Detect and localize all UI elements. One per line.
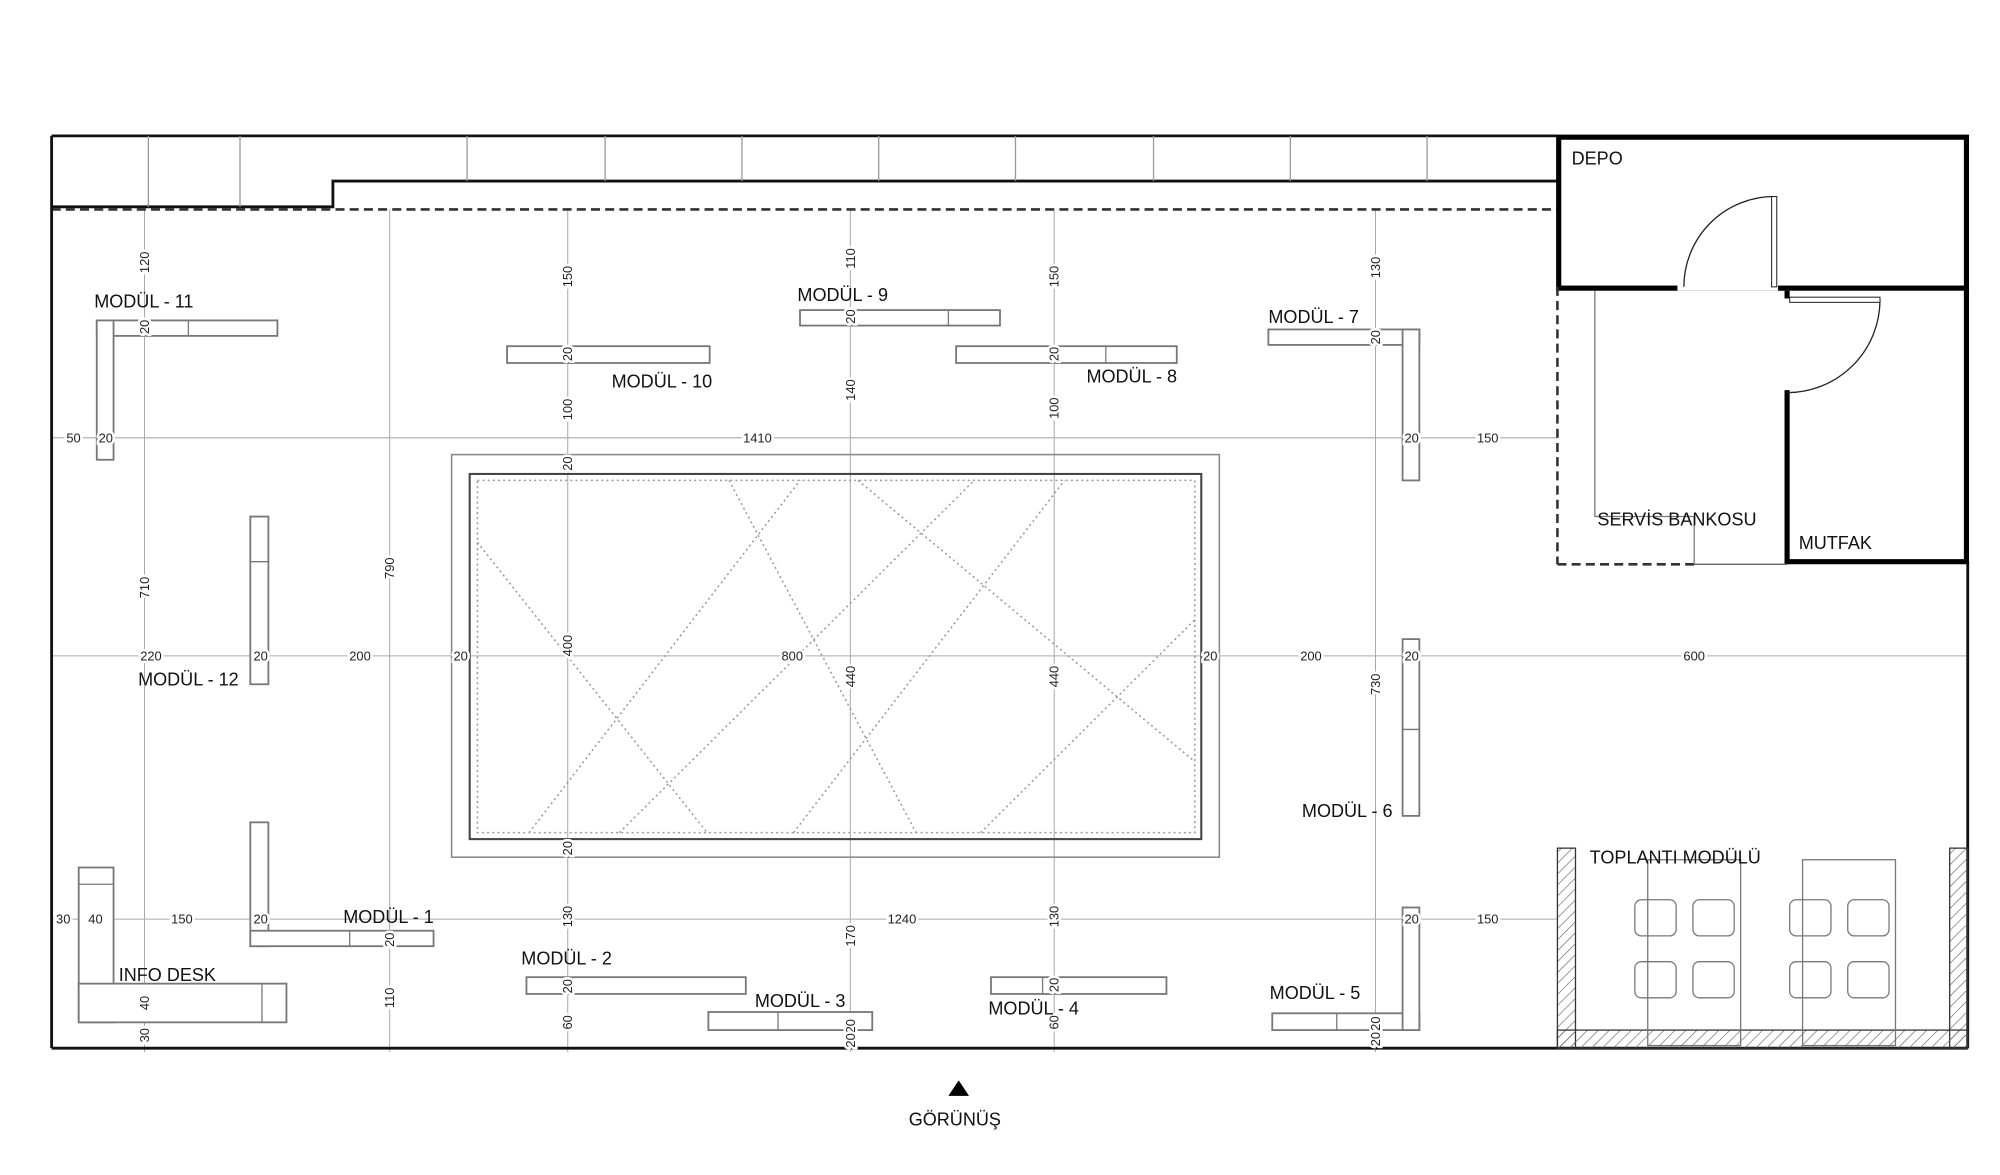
dimension-label: 150	[171, 912, 193, 927]
dimension-label: 1410	[743, 430, 772, 445]
label-modul-4: MODÜL - 4	[988, 999, 1079, 1019]
dimension-label: 20	[1368, 330, 1383, 344]
dimension-label: 120	[137, 252, 152, 274]
dimension-label: 150	[1477, 912, 1499, 927]
dimension-label: 20	[1047, 978, 1062, 992]
dimension-label: 20	[453, 648, 467, 663]
label-modul-6: MODÜL - 6	[1302, 801, 1393, 821]
label-servis-bankosu: SERVİS BANKOSU	[1597, 510, 1756, 530]
label-modul-2: MODÜL - 2	[521, 948, 612, 968]
dimension-label: 100	[1047, 397, 1062, 419]
dimension-label: 20	[560, 456, 575, 470]
dimension-label: 20	[99, 430, 113, 445]
central-stage	[450, 453, 1221, 858]
label-modul-8: MODÜL - 8	[1086, 366, 1177, 386]
dimension-label: 730	[1368, 674, 1383, 696]
label-modul-11: MODÜL - 11	[94, 292, 193, 312]
dimension-label: 800	[782, 648, 804, 663]
label-modul-10: MODÜL - 10	[612, 372, 713, 392]
toplanti-modulu	[1556, 847, 1969, 1049]
dimension-label: 440	[843, 666, 858, 688]
dimension-label: 20	[1404, 430, 1418, 445]
dimension-label: 1240	[888, 912, 917, 927]
dimension-label: 200	[349, 648, 371, 663]
label-modul-12: MODÜL - 12	[138, 670, 239, 690]
label-modul-1: MODÜL - 1	[343, 907, 434, 927]
dimension-label: 400	[560, 635, 575, 657]
dimension-label: 20	[1404, 912, 1418, 927]
dimension-label: 140	[843, 379, 858, 401]
dimension-label: 20	[382, 933, 397, 947]
dimension-label: 220	[140, 648, 162, 663]
dimension-label: 60	[1047, 1015, 1062, 1029]
label-toplanti-modulu: TOPLANTI MODÜLÜ	[1590, 848, 1761, 868]
dimension-label: 20	[137, 320, 152, 334]
dimension-label: 20	[1203, 648, 1217, 663]
label-modul-5: MODÜL - 5	[1270, 983, 1361, 1003]
dimension-label: 200	[1300, 648, 1322, 663]
dimension-label: 130	[1047, 906, 1062, 928]
view-marker-label: GÖRÜNÜŞ	[909, 1110, 1001, 1130]
module-shapes	[77, 309, 1421, 1031]
dimension-label: 20	[843, 1019, 858, 1033]
dimension-lines	[51, 209, 1968, 1053]
dimension-label: 20	[843, 309, 858, 323]
dimension-label: 20	[560, 347, 575, 361]
dimension-label: 440	[1047, 666, 1062, 688]
dimension-label: 20	[253, 648, 267, 663]
label-mutfak: MUTFAK	[1799, 533, 1872, 553]
label-info-desk: INFO DESK	[119, 965, 216, 985]
dimension-label: 100	[560, 399, 575, 421]
view-marker: GÖRÜNÜŞ	[909, 1080, 1001, 1130]
label-modul-7: MODÜL - 7	[1268, 307, 1359, 327]
dimension-label: 110	[843, 248, 858, 269]
meeting-table	[1634, 859, 1742, 1047]
label-depo: DEPO	[1572, 148, 1623, 168]
view-arrow-icon	[948, 1080, 970, 1096]
dimension-label: 20	[1368, 1016, 1383, 1030]
dimension-label: 600	[1683, 648, 1705, 663]
meeting-table	[1789, 859, 1897, 1047]
dimension-label: 110	[382, 988, 397, 1009]
dimension-label: 150	[560, 266, 575, 288]
servis-bankosu	[1556, 286, 1788, 566]
labels: MODÜL - 11 MODÜL - 10 MODÜL - 9 MODÜL - …	[94, 148, 1872, 1018]
dimension-label: 20	[1047, 347, 1062, 361]
dimension-label: 30	[56, 912, 70, 927]
dimension-labels: 50 20 1410 20 150 220 20 200 20 800 20 200 20 600 30 40…	[53, 246, 1707, 1051]
dimension-label: 40	[88, 912, 102, 927]
dimension-label: 150	[1047, 266, 1062, 288]
dimension-label: 20	[560, 979, 575, 993]
dimension-label: 60	[560, 1015, 575, 1029]
dimension-label: 130	[560, 906, 575, 928]
dimension-label: 20	[253, 912, 267, 927]
dimension-label: 170	[843, 925, 858, 947]
mutfak-room	[1784, 288, 1970, 565]
dimension-label: 20	[843, 1033, 858, 1047]
dimension-label: 30	[137, 1028, 152, 1042]
dimension-label: 20	[1404, 648, 1418, 663]
label-modul-9: MODÜL - 9	[797, 285, 888, 305]
depo-room	[1556, 134, 1970, 291]
dimension-label: 130	[1368, 257, 1383, 279]
dimension-label: 790	[382, 557, 397, 579]
outer-boundary	[50, 135, 1970, 1050]
label-modul-3: MODÜL - 3	[755, 991, 846, 1011]
dimension-label: 20	[560, 841, 575, 855]
dimension-label: 50	[66, 430, 80, 445]
dimension-label: 40	[137, 996, 152, 1010]
dimension-label: 710	[137, 577, 152, 599]
dimension-label: 150	[1477, 430, 1499, 445]
dimension-label: 20	[1368, 1032, 1383, 1046]
top-wall-strip	[51, 134, 1558, 211]
